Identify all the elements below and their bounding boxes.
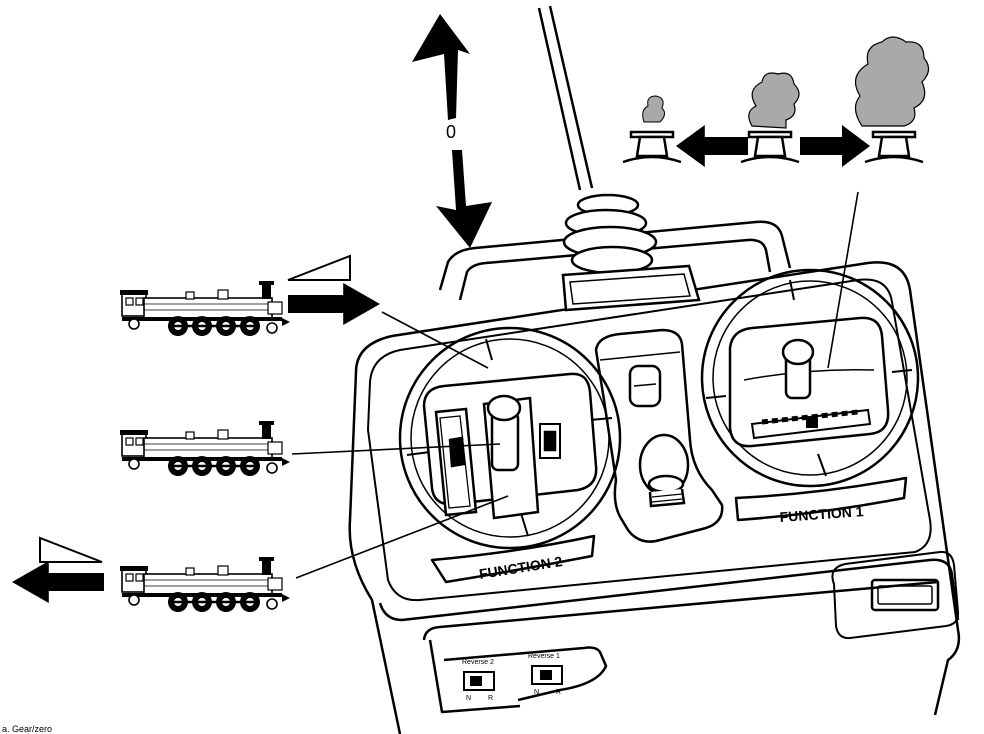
smokestack-medium-icon xyxy=(739,130,801,164)
reverse-2-label: Reverse 2 xyxy=(462,659,494,666)
smoke-small-icon xyxy=(642,95,666,123)
smokestack-large-icon xyxy=(863,130,925,164)
reverse-switches: Reverse 2 Reverse 1 N R N R xyxy=(462,653,563,702)
reverse-indicator xyxy=(11,536,104,603)
reverse-1-label: Reverse 1 xyxy=(528,653,560,660)
forward-arrow-icon xyxy=(288,283,380,325)
speed-wedge-icon xyxy=(287,254,351,281)
arrow-left-icon xyxy=(676,125,748,167)
smokestack-small-icon xyxy=(621,130,683,164)
smoke-levels xyxy=(621,36,930,167)
steam-locomotive-stop-icon xyxy=(118,419,292,478)
leader-lines xyxy=(291,191,859,579)
caption-fragment: a. Gear/zero xyxy=(2,724,52,734)
function-2-plate: FUNCTION 2 xyxy=(430,534,596,584)
steam-locomotive-reverse-icon xyxy=(118,555,292,614)
forward-indicator xyxy=(287,254,380,325)
transmitter-body xyxy=(348,220,961,734)
function-1-stick xyxy=(700,268,920,488)
steam-locomotive-forward-icon xyxy=(118,279,292,338)
function-1-label: FUNCTION 1 xyxy=(779,503,864,525)
function-2-stick xyxy=(398,326,622,550)
smoke-large-icon xyxy=(854,36,930,127)
reverse-arrow-icon xyxy=(11,561,104,603)
up-down-arrow: 0 xyxy=(412,14,492,248)
down-arrow-icon xyxy=(436,150,492,248)
up-arrow-icon xyxy=(412,14,470,120)
arrow-right-icon xyxy=(800,125,870,167)
smoke-medium-icon xyxy=(748,72,800,129)
antenna xyxy=(537,5,594,191)
function-1-plate: FUNCTION 1 xyxy=(734,476,908,525)
center-console xyxy=(594,328,724,543)
reverse-1-n-label: N xyxy=(534,689,539,696)
reverse-2-r-label: R xyxy=(488,695,493,702)
antenna-base-boot xyxy=(561,193,701,312)
reverse-2-n-label: N xyxy=(466,695,471,702)
speed-wedge-reverse-icon xyxy=(39,536,103,563)
reverse-1-r-label: R xyxy=(556,689,561,696)
neutral-label: 0 xyxy=(446,122,456,142)
